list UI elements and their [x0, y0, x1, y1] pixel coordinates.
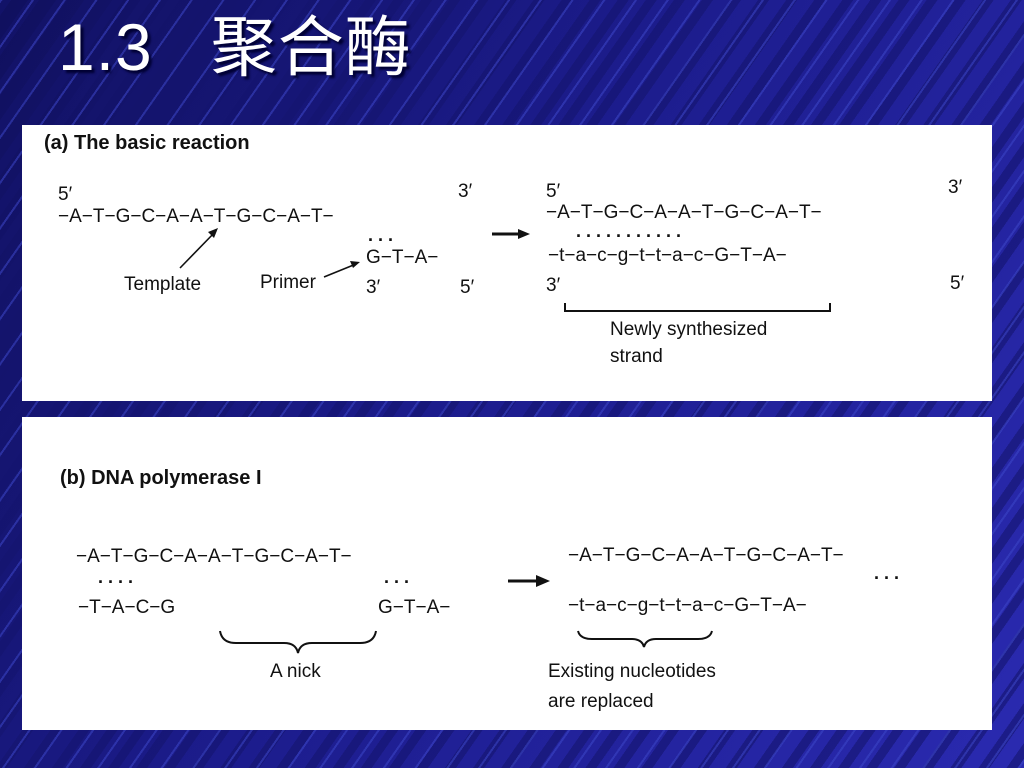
- nick-bottom-strand-left: −T−A−C−G: [78, 597, 175, 618]
- panel-b-heading: (b) DNA polymerase I: [60, 467, 262, 489]
- nick-label: A nick: [270, 661, 321, 682]
- template-label: Template: [124, 274, 201, 295]
- figure-panel-basic-reaction: (a) The basic reaction 5′ 3′ −A−T−G−C−A−…: [22, 125, 992, 401]
- dna-polymerase-i-diagram: (b) DNA polymerase I −A−T−G−C−A−A−T−G−C−…: [60, 467, 899, 712]
- left-3prime-label: 3′: [458, 181, 473, 202]
- replaced-brace: [577, 630, 713, 648]
- primer-label: Primer: [260, 272, 317, 293]
- primer-pointer-line: [323, 263, 357, 278]
- nick-hbond-dots-right: . . .: [384, 567, 409, 587]
- polymerase-arrow-head: [536, 575, 550, 587]
- reaction-arrow-head: [518, 229, 530, 239]
- replaced-hbond-dots: . . .: [874, 563, 899, 583]
- primer-pointer-arrowhead: [350, 261, 360, 268]
- nick-brace: [219, 630, 377, 654]
- replaced-label-line2: are replaced: [548, 691, 654, 712]
- right-3prime-top-label: 3′: [948, 177, 963, 198]
- new-strand-label-line1: Newly synthesized: [610, 319, 767, 340]
- template-pointer-line: [179, 230, 217, 269]
- nick-top-strand: −A−T−G−C−A−A−T−G−C−A−T−: [76, 546, 352, 567]
- template-strand: −A−T−G−C−A−A−T−G−C−A−T−: [58, 206, 334, 227]
- figure-panel-dna-polymerase-i: (b) DNA polymerase I −A−T−G−C−A−A−T−G−C−…: [22, 417, 992, 730]
- primer-strand: G−T−A−: [366, 247, 438, 268]
- nick-hbond-dots-left: . . . .: [98, 567, 133, 587]
- primer-3prime-label: 3′: [366, 277, 381, 298]
- replaced-top-strand: −A−T−G−C−A−A−T−G−C−A−T−: [568, 545, 844, 566]
- new-strand-bracket: [564, 303, 831, 312]
- replaced-label-line1: Existing nucleotides: [548, 661, 716, 682]
- right-3prime-bottom-label: 3′: [546, 275, 561, 296]
- right-5prime-label: 5′: [546, 181, 561, 202]
- basic-reaction-diagram: (a) The basic reaction 5′ 3′ −A−T−G−C−A−…: [44, 132, 965, 367]
- right-hbond-dots: . . . . . . . . . . .: [576, 221, 681, 241]
- left-5prime-label: 5′: [58, 184, 73, 205]
- replaced-bottom-strand: −t−a−c−g−t−t−a−c−G−T−A−: [568, 595, 807, 616]
- slide-title: 1.3 聚合酶: [58, 10, 412, 84]
- template-pointer-arrowhead: [208, 228, 218, 238]
- primer-5prime-label: 5′: [460, 277, 475, 298]
- right-5prime-bottom-label: 5′: [950, 273, 965, 294]
- new-strand-label-line2: strand: [610, 346, 663, 367]
- nick-bottom-strand-right: G−T−A−: [378, 597, 450, 618]
- left-hbond-dots: . . .: [368, 225, 393, 245]
- new-strand: −t−a−c−g−t−t−a−c−G−T−A−: [548, 245, 787, 266]
- panel-a-heading: (a) The basic reaction: [44, 132, 250, 154]
- right-template-strand: −A−T−G−C−A−A−T−G−C−A−T−: [546, 202, 822, 223]
